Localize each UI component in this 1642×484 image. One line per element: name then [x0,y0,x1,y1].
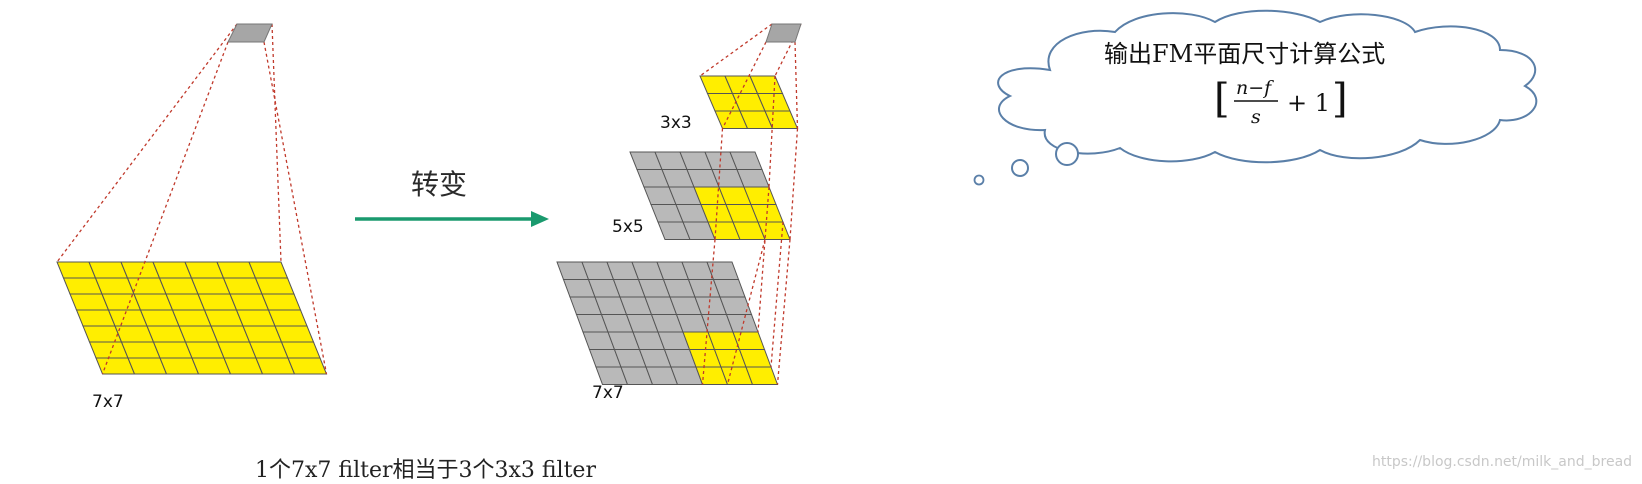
guide-line [721,41,767,129]
formula-denominator: s [1251,106,1261,128]
left-7x7-grid [56,261,328,375]
grid-cell [274,325,315,343]
cloud-title: 输出FM平面尺寸计算公式 [1104,40,1385,68]
guide-line [768,75,776,188]
formula-suffix: + 1 [1287,89,1330,117]
grid-cell [254,277,295,295]
transform-arrow [355,211,549,227]
guide-line [714,128,724,240]
layer-7x7-label: 7x7 [592,383,624,403]
right-guide-lines [699,23,802,385]
output-size-formula: [ n−f s + 1 ] [1214,76,1348,128]
right-7x7-grid [556,261,779,385]
guide-line [757,186,770,333]
caption: 1个7x7 filter相当于3个3x3 filter [255,458,596,483]
left-grid-label: 7x7 [92,392,124,412]
grid-cell [280,341,321,359]
left-output-cell [227,23,273,43]
right-output-cell [765,23,802,43]
grid-cell [248,261,289,279]
guide-line [774,23,802,77]
arrow-label: 转变 [411,168,467,201]
guide-line [794,41,799,129]
left-guide-lines [56,23,328,375]
right-3x3-grid [699,75,799,129]
guide-line [56,23,238,263]
guide-line [726,239,766,385]
cloud-bubble-large [1055,142,1079,166]
grid-cell [261,293,302,311]
formula-right-bracket: ] [1332,76,1348,122]
guide-line [101,41,229,375]
watermark: https://blog.csdn.net/milk_and_bread [1372,454,1632,470]
thought-cloud [973,9,1538,186]
formula-left-bracket: [ [1214,76,1230,122]
guide-line [271,23,282,263]
guide-line [263,41,328,375]
right-5x5-grid [629,151,791,240]
guide-line [699,23,773,77]
cloud-bubble-medium [1011,159,1029,177]
guide-line [770,221,784,368]
guide-line [776,239,791,385]
cloud-bubble-small [973,174,985,186]
grid-cell [287,357,328,375]
guide-line [701,239,716,385]
guide-line [789,128,799,240]
layer-5x5-label: 5x5 [612,217,644,237]
layer-3x3-label: 3x3 [660,113,692,133]
formula-numerator: n−f [1236,77,1274,99]
grid-cell [267,309,308,327]
